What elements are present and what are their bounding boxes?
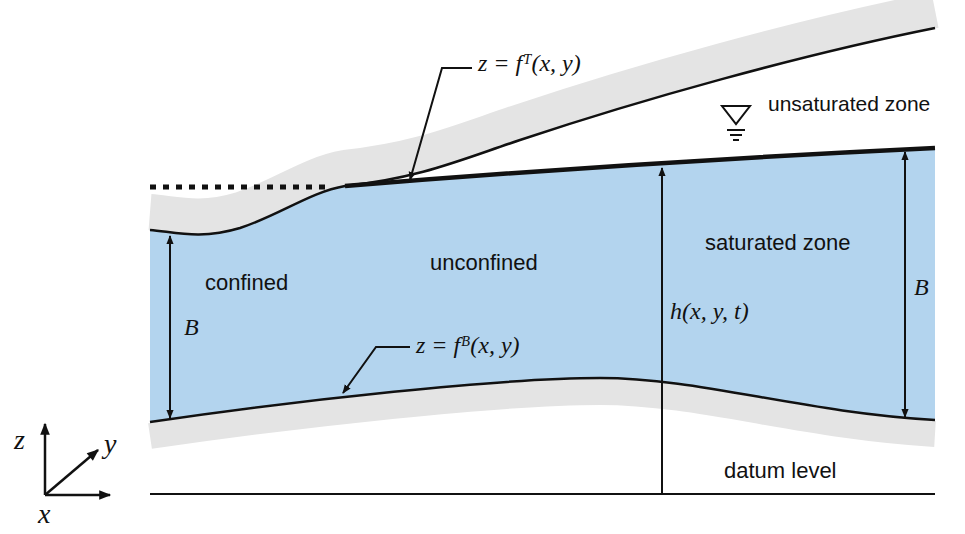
top-surface: [150, 28, 935, 234]
water-table-symbol: [727, 130, 745, 140]
thickness-label: B: [184, 314, 199, 342]
thickness-arrow: [904, 152, 906, 417]
head-label: h(x, y, t): [670, 298, 749, 326]
surface-label: z = fᴮ(x, y): [416, 332, 520, 360]
head-arrow: [661, 168, 663, 494]
axis-label: y: [104, 428, 116, 460]
thickness-label: B: [914, 274, 929, 302]
leader-line: [410, 68, 472, 180]
zone-label: saturated zone: [705, 230, 851, 255]
axis-label: x: [38, 498, 50, 530]
water-table-symbol: [722, 106, 750, 124]
saturated-zone: [150, 148, 935, 422]
axis-x: [45, 494, 110, 497]
surface-label: z = fᵀ(x, y): [478, 50, 581, 78]
zone-label: unconfined: [430, 250, 538, 275]
datum-line: [150, 493, 935, 495]
piezometric-line: [150, 185, 332, 190]
zone-label: confined: [205, 270, 288, 295]
datum-label: datum level: [724, 458, 837, 483]
water-table: [345, 148, 935, 186]
leader-line: [343, 347, 410, 393]
bottom-surface: [150, 378, 935, 422]
zone-label: unsaturated zone: [768, 92, 930, 116]
thickness-arrow: [169, 236, 171, 418]
axis-label: z: [14, 424, 25, 456]
axis-z: [44, 424, 47, 495]
axis-y: [45, 450, 98, 495]
